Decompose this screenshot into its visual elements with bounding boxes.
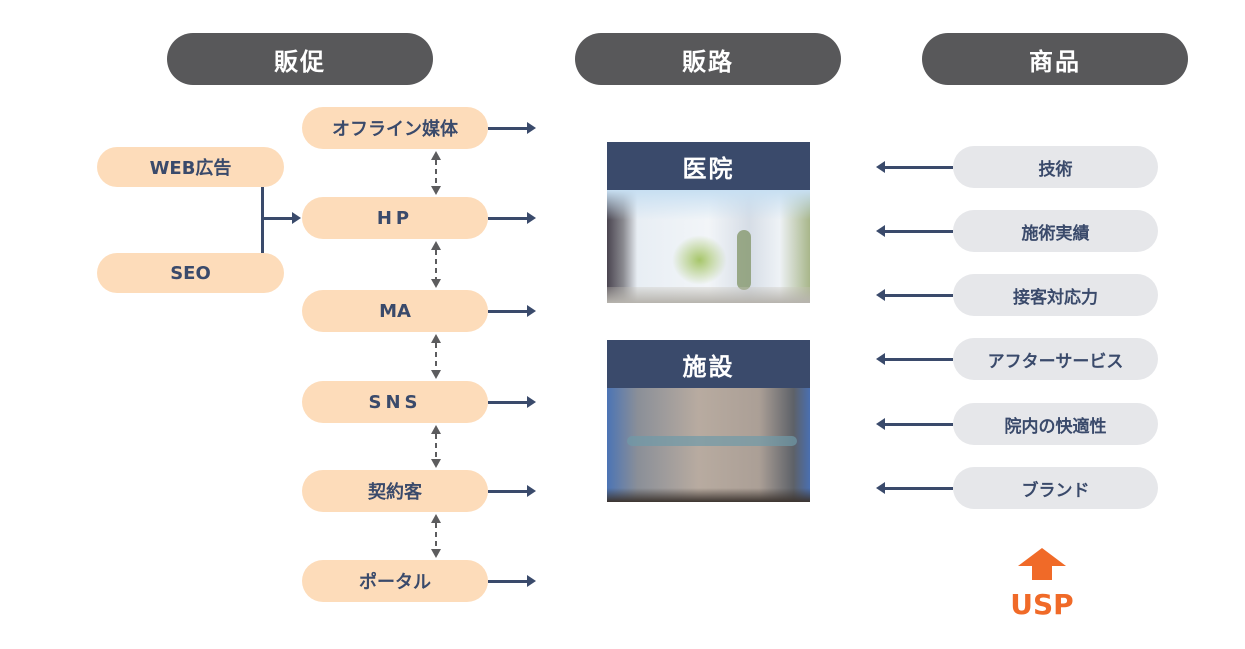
arrow-left-icon <box>876 161 885 173</box>
arrow-line <box>884 166 953 169</box>
arrow-line <box>488 217 528 220</box>
dashed-arrow-down-icon <box>431 549 441 558</box>
dashed-arrow-up-icon <box>431 425 441 434</box>
product-item-hospitality: 接客対応力 <box>953 274 1158 316</box>
arrow-line <box>884 358 953 361</box>
dashed-connector <box>435 523 437 550</box>
arrow-line <box>884 423 953 426</box>
dashed-arrow-down-icon <box>431 186 441 195</box>
product-item-brand: ブランド <box>953 467 1158 509</box>
media-sns: SNS <box>302 381 488 423</box>
header-product: 商品 <box>922 33 1188 85</box>
media-portal: ポータル <box>302 560 488 602</box>
dashed-arrow-up-icon <box>431 241 441 250</box>
arrow-left-icon <box>876 289 885 301</box>
arrow-right-icon <box>527 305 536 317</box>
facility-photo <box>607 388 810 502</box>
usp-arrow-shaft <box>1032 565 1052 580</box>
header-promotion: 販促 <box>167 33 433 85</box>
clinic-photo <box>607 190 810 303</box>
arrow-right-icon <box>527 122 536 134</box>
arrow-right-icon <box>292 212 301 224</box>
dashed-connector <box>435 160 437 185</box>
arrow-left-icon <box>876 418 885 430</box>
product-item-technique: 技術 <box>953 146 1158 188</box>
dashed-arrow-down-icon <box>431 370 441 379</box>
source-web-ad: WEB広告 <box>97 147 284 187</box>
arrow-right-icon <box>527 396 536 408</box>
arrow-line <box>884 487 953 490</box>
media-offline: オフライン媒体 <box>302 107 488 149</box>
arrow-line <box>884 230 953 233</box>
dashed-arrow-up-icon <box>431 514 441 523</box>
arrow-line <box>488 310 528 313</box>
arrow-left-icon <box>876 353 885 365</box>
dashed-connector <box>435 250 437 279</box>
usp-arrow-up-icon <box>1018 548 1066 566</box>
product-item-results: 施術実績 <box>953 210 1158 252</box>
connector-line <box>261 187 264 253</box>
arrow-line <box>488 401 528 404</box>
dashed-connector <box>435 434 437 460</box>
arrow-line <box>488 490 528 493</box>
dashed-arrow-down-icon <box>431 279 441 288</box>
product-item-aftercare: アフターサービス <box>953 338 1158 380</box>
dashed-connector <box>435 343 437 371</box>
header-channel: 販路 <box>575 33 841 85</box>
arrow-right-icon <box>527 575 536 587</box>
source-seo: SEO <box>97 253 284 293</box>
arrow-left-icon <box>876 482 885 494</box>
dashed-arrow-down-icon <box>431 459 441 468</box>
channel-card-facility-title: 施設 <box>607 340 810 388</box>
product-item-comfort: 院内の快適性 <box>953 403 1158 445</box>
usp-label: USP <box>1010 588 1074 621</box>
arrow-right-icon <box>527 212 536 224</box>
media-hp: HP <box>302 197 488 239</box>
connector-line <box>261 217 293 220</box>
dashed-arrow-up-icon <box>431 334 441 343</box>
arrow-left-icon <box>876 225 885 237</box>
channel-card-clinic-title: 医院 <box>607 142 810 190</box>
media-contract: 契約客 <box>302 470 488 512</box>
arrow-line <box>488 580 528 583</box>
arrow-right-icon <box>527 485 536 497</box>
dashed-arrow-up-icon <box>431 151 441 160</box>
media-ma: MA <box>302 290 488 332</box>
arrow-line <box>488 127 528 130</box>
arrow-line <box>884 294 953 297</box>
